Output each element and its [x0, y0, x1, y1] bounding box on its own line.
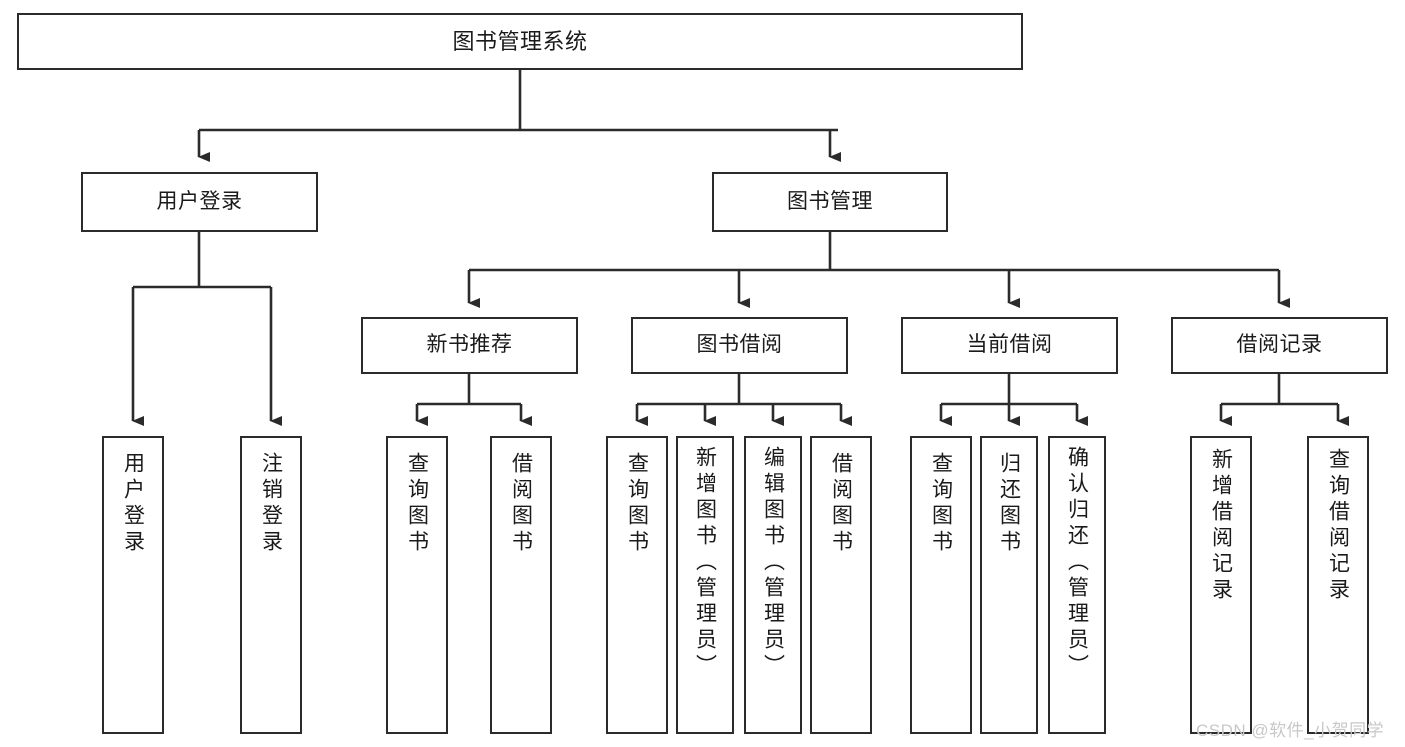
- node-leaf-add-book[interactable]: 新增图书（管理员）: [676, 436, 734, 734]
- node-new-book-rec[interactable]: 新书推荐: [361, 317, 578, 374]
- node-user-login-label: 用户登录: [156, 189, 243, 213]
- node-leaf-borrow-book-1[interactable]: 借阅图书: [490, 436, 552, 734]
- node-book-borrow-label: 图书借阅: [696, 333, 783, 357]
- node-leaf-confirm-return-label: 确认归还（管理员）: [1065, 446, 1089, 680]
- node-leaf-confirm-return[interactable]: 确认归还（管理员）: [1048, 436, 1106, 734]
- node-leaf-query-record-label: 查询借阅记录: [1326, 448, 1350, 604]
- node-leaf-query-book-1-label: 查询图书: [405, 452, 429, 556]
- node-leaf-logout[interactable]: 注销登录: [240, 436, 302, 734]
- node-new-book-rec-label: 新书推荐: [426, 333, 513, 357]
- node-leaf-borrow-book-2[interactable]: 借阅图书: [810, 436, 872, 734]
- node-current-borrow-label: 当前借阅: [966, 333, 1053, 357]
- node-leaf-user-login[interactable]: 用户登录: [102, 436, 164, 734]
- node-root-label: 图书管理系统: [452, 28, 588, 54]
- node-leaf-query-book-3-label: 查询图书: [929, 452, 953, 556]
- node-leaf-query-book-1[interactable]: 查询图书: [386, 436, 448, 734]
- node-leaf-user-login-label: 用户登录: [121, 452, 145, 556]
- node-book-borrow[interactable]: 图书借阅: [631, 317, 848, 374]
- node-leaf-borrow-book-2-label: 借阅图书: [829, 452, 853, 556]
- node-borrow-record-label: 借阅记录: [1236, 333, 1323, 357]
- node-leaf-query-record[interactable]: 查询借阅记录: [1307, 436, 1369, 734]
- node-leaf-return-book-label: 归还图书: [997, 452, 1021, 556]
- node-leaf-query-book-3[interactable]: 查询图书: [910, 436, 972, 734]
- node-leaf-logout-label: 注销登录: [259, 452, 283, 556]
- node-leaf-add-record-label: 新增借阅记录: [1209, 448, 1233, 604]
- node-leaf-add-record[interactable]: 新增借阅记录: [1190, 436, 1252, 734]
- node-book-manage-label: 图书管理: [787, 189, 873, 213]
- node-current-borrow[interactable]: 当前借阅: [901, 317, 1118, 374]
- node-leaf-return-book[interactable]: 归还图书: [980, 436, 1038, 734]
- node-root[interactable]: 图书管理系统: [17, 13, 1023, 70]
- node-leaf-query-book-2-label: 查询图书: [625, 452, 649, 556]
- node-borrow-record[interactable]: 借阅记录: [1171, 317, 1388, 374]
- node-leaf-edit-book[interactable]: 编辑图书（管理员）: [744, 436, 802, 734]
- node-leaf-add-book-label: 新增图书（管理员）: [693, 446, 717, 680]
- node-user-login[interactable]: 用户登录: [81, 172, 318, 232]
- node-leaf-edit-book-label: 编辑图书（管理员）: [761, 446, 785, 680]
- node-leaf-borrow-book-1-label: 借阅图书: [509, 452, 533, 556]
- node-book-manage[interactable]: 图书管理: [712, 172, 948, 232]
- node-leaf-query-book-2[interactable]: 查询图书: [606, 436, 668, 734]
- csdn-watermark: CSDN @软件_小贺同学: [1196, 721, 1385, 740]
